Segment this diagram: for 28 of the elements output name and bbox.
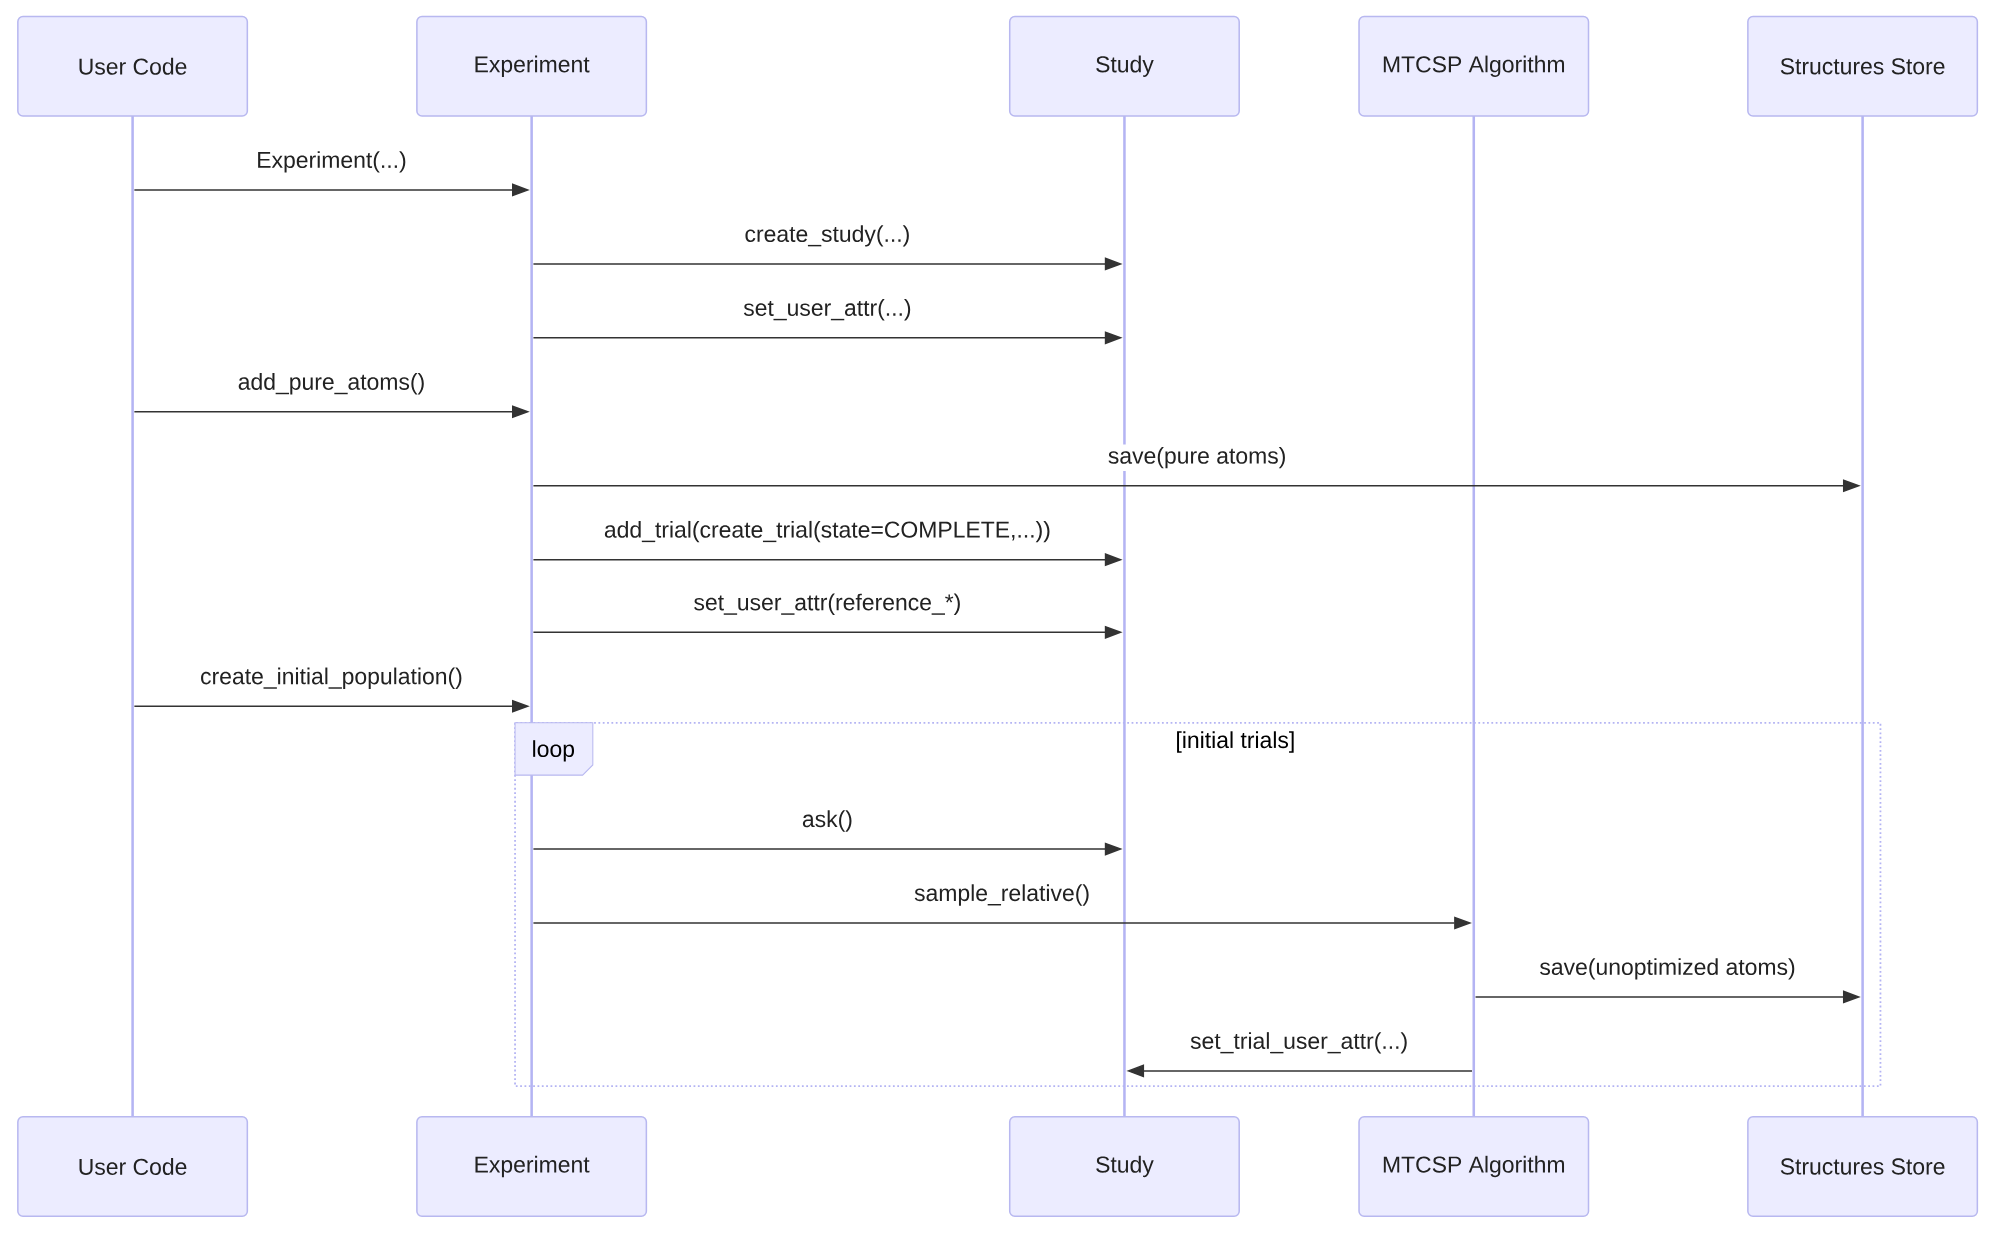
participant-box: Structures Store xyxy=(1747,15,1979,117)
edge-label: set_user_attr(...) xyxy=(740,296,915,323)
edge-label: set_trial_user_attr(...) xyxy=(1187,1029,1411,1056)
edge-label: sample_relative() xyxy=(911,881,1093,908)
lifeline xyxy=(1472,115,1476,1118)
edge-label: ask() xyxy=(799,807,856,835)
lifeline xyxy=(1861,115,1864,1118)
participant-box: Experiment xyxy=(416,15,648,117)
edge-label: add_trial(create_trial(state=COMPLETE,...)) xyxy=(601,518,1054,545)
edge-label: save(unoptimized atoms) xyxy=(1536,955,1799,982)
participant-box: Experiment xyxy=(416,1115,648,1217)
edge-label: save(pure atoms) xyxy=(1105,444,1289,471)
participant-box: Study xyxy=(1008,1115,1240,1217)
participant-box: Study xyxy=(1008,15,1240,117)
edge-label: Experiment(...) xyxy=(253,148,410,175)
edge-label: add_pure_atoms() xyxy=(235,370,428,397)
lifeline xyxy=(131,115,134,1118)
participant-box: MTCSP Algorithm xyxy=(1358,15,1590,117)
edge-label: set_user_attr(reference_*) xyxy=(690,590,964,618)
loop-condition: [initial trials] xyxy=(1177,731,1294,753)
participant-box: Structures Store xyxy=(1747,1115,1979,1217)
loop-label: loop xyxy=(514,722,594,776)
participant-box: MTCSP Algorithm xyxy=(1358,1115,1590,1217)
edge-label: create_study(...) xyxy=(741,222,913,249)
participant-box: User Code xyxy=(17,1115,249,1217)
edge-label: create_initial_population() xyxy=(197,664,466,692)
participant-box: User Code xyxy=(17,15,249,117)
lifeline xyxy=(530,115,533,1118)
